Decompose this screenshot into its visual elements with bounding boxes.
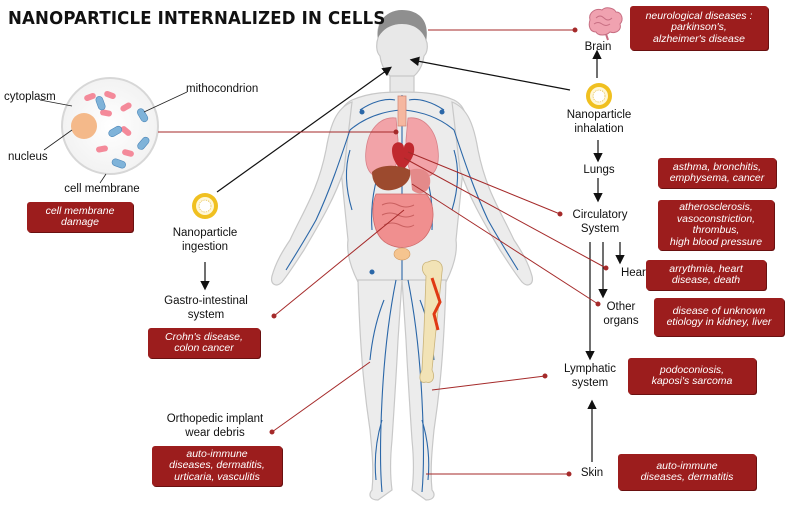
label-brain: Brain [584,41,612,53]
cell-diagram [39,77,188,184]
label-nucleus: nucleus [8,151,48,163]
disease-box-circulatory: atherosclerosis, vasoconstriction, throm… [658,200,774,250]
disease-box-gastro-intestinal: Crohn's disease, colon cancer [148,328,260,358]
disease-box-lymphatic: podoconiosis, kaposi's sarcoma [628,358,756,394]
disease-box-lungs: asthma, bronchitis, emphysema, cancer [658,158,776,188]
label-other-organs: Other organs [603,301,639,327]
label-circulatory-system: Circulatory System [572,209,628,235]
flow-arrows [200,49,625,462]
nanoparticle-icon-ingestion [192,193,218,219]
label-skin: Skin [580,467,604,479]
label-lymphatic-system: Lymphatic system [564,363,616,389]
connector-lines [158,27,609,477]
label-gastro-intestinal-system: Gastro-intestinal system [164,295,248,321]
diagram-title: NANOPARTICLE INTERNALIZED IN CELLS [8,8,386,29]
label-heart: Heart [620,267,650,279]
disease-box-skin: auto-immune diseases, dermatitis [618,454,756,490]
disease-box-brain: neurological diseases : parkinson's, alz… [630,6,768,50]
label-nanoparticle-inhalation: Nanoparticle inhalation [566,109,632,135]
label-mitochondrion: mithocondrion [186,83,259,95]
label-lungs: Lungs [583,164,615,176]
brain-icon [588,7,623,41]
disease-box-other-organs: disease of unknown etiology in kidney, l… [654,298,784,336]
nanoparticle-icon-inhalation [586,83,612,109]
label-nanoparticle-ingestion: Nanoparticle ingestion [172,227,238,253]
label-orthopedic-implant: Orthopedic implant wear debris [166,413,264,439]
label-cell-membrane: cell membrane [64,183,140,195]
disease-box-heart: arrythmia, heart disease, death [646,260,766,290]
label-cytoplasm: cytoplasm [4,91,56,103]
disease-box-cell-membrane: cell membrane damage [27,202,133,232]
disease-box-orthopedic-implant: auto-immune diseases, dermatitis, urtica… [152,446,282,486]
